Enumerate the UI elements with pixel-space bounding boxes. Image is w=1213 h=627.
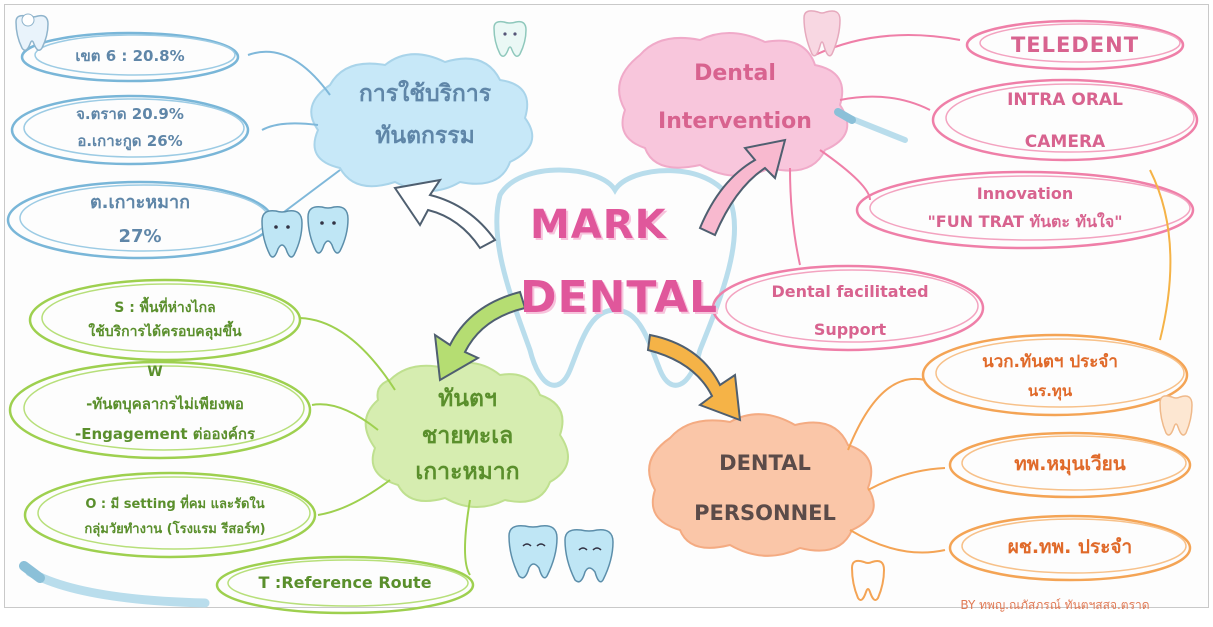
- personnel-item: นวก.ทันตฯ ประจำ: [982, 352, 1118, 372]
- service-item: เขต 6 : 20.8%: [75, 47, 185, 65]
- personnel-item-pill: [948, 431, 1192, 499]
- personnel-item-pill: [921, 333, 1189, 417]
- intervention-item-pill: [855, 170, 1195, 250]
- service-cloud: [310, 53, 534, 192]
- arrow-to-personnel-icon: [646, 333, 742, 422]
- toothbrush-icon: [19, 561, 210, 608]
- intervention-item: Innovation: [976, 184, 1074, 203]
- personnel-item-pill: [948, 514, 1192, 582]
- personnel-item: ผช.ทพ. ประจำ: [1007, 536, 1133, 558]
- service-item: 27%: [118, 226, 162, 247]
- swot-opportunity: O : มี setting ที่คม และรัดใน: [85, 497, 265, 512]
- intervention-item-pill: [711, 264, 985, 352]
- intervention-item: TELEDENT: [1010, 33, 1140, 57]
- tooth-icon: [803, 10, 841, 57]
- service-item: อ.เกาะกูด 26%: [77, 132, 183, 150]
- personnel-item: นร.ทุน: [1027, 382, 1073, 400]
- swot-weakness-label: W: [147, 364, 163, 380]
- area-item-pill: [28, 278, 302, 362]
- intervention-cloud: [618, 31, 849, 177]
- tooth-mascots-icon: [508, 524, 614, 583]
- smiling-tooth-icon: [493, 20, 527, 57]
- personnel-topic-title: DENTAL: [719, 451, 811, 475]
- intervention-item: Support: [813, 320, 887, 339]
- area-cloud: [364, 361, 569, 509]
- toothbrush-icon: [834, 108, 908, 143]
- tooth-outline-icon: [850, 559, 886, 601]
- tooth-icon: [15, 13, 49, 51]
- intervention-item: "FUN TRAT ทันตะ ทันใจ": [927, 212, 1123, 231]
- intervention-item-pill: [965, 19, 1185, 71]
- swot-weakness: -Engagement ต่อองค์กร: [74, 425, 256, 443]
- service-topic-title: ทันตกรรม: [375, 123, 475, 149]
- area-item-pill: [215, 555, 475, 615]
- intervention-item: INTRA ORAL: [1007, 90, 1123, 110]
- swot-weakness: -ทันตบุคลากรไม่เพียงพอ: [86, 395, 244, 413]
- intervention-topic-title: Intervention: [658, 109, 812, 134]
- swot-strength: S : พื้นที่ห่างไกล: [114, 300, 216, 316]
- area-topic-title: ทันตฯ: [438, 386, 497, 412]
- tooth-mascots-icon: [261, 205, 349, 258]
- swot-opportunity: กลุ่มวัยทำงาน (โรงแรม รีสอร์ท): [84, 522, 266, 537]
- personnel-cloud: [648, 413, 875, 557]
- service-topic-title: การใช้บริการ: [358, 81, 492, 107]
- arrow-to-intervention-icon: [698, 138, 787, 237]
- personnel-topic-title: PERSONNEL: [694, 501, 836, 525]
- area-item-pill: [23, 471, 317, 559]
- swot-strength: ใช้บริการได้ครอบคลุมขึ้น: [88, 324, 242, 340]
- service-item: จ.ตราด 20.9%: [76, 105, 184, 123]
- tooth-icon: [1159, 395, 1193, 436]
- personnel-item: ทพ.หมุนเวียน: [1014, 453, 1126, 475]
- intervention-topic-title: Dental: [694, 61, 776, 86]
- area-topic-title: เกาะหมาก: [415, 459, 520, 485]
- service-item: ต.เกาะหมาก: [89, 192, 191, 213]
- intervention-item-pill: [931, 78, 1199, 162]
- service-item-pill: [20, 31, 240, 83]
- intervention-item: CAMERA: [1024, 132, 1106, 152]
- center-title: DENTAL: [520, 272, 719, 323]
- arrow-to-service-icon: [393, 178, 497, 250]
- tooth-outline-icon: [494, 167, 738, 388]
- area-topic-title: ชายทะเล: [421, 423, 514, 449]
- area-item-pill: [8, 360, 312, 460]
- swot-threat: T :Reference Route: [258, 573, 432, 592]
- service-item-pill: [10, 94, 250, 166]
- author-credit: BY ทพญ.ณภัสภรณ์ ทันตฯสสจ.ตราด: [960, 598, 1150, 612]
- intervention-item: Dental facilitated: [771, 282, 929, 301]
- arrow-to-area-icon: [433, 290, 527, 382]
- center-title: MARK: [530, 202, 667, 248]
